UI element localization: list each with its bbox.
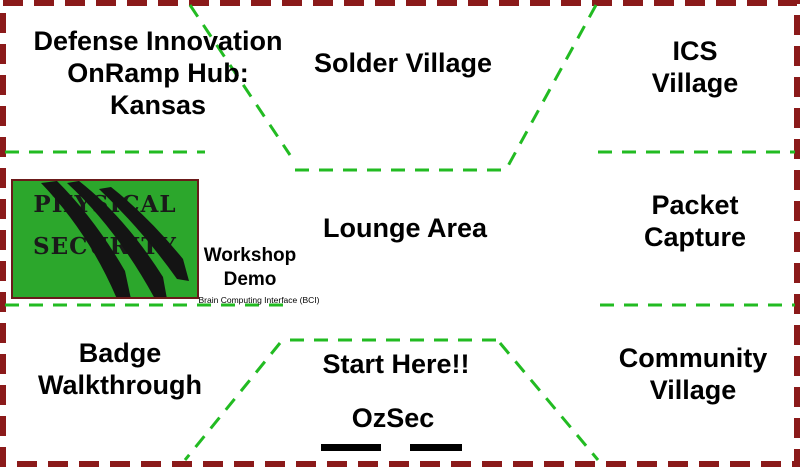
zone-defense-hub: Defense Innovation OnRamp Hub: Kansas: [33, 26, 283, 120]
zone-community-village: Community Village: [618, 343, 768, 405]
divider-solder-right: [506, 4, 598, 167]
zone-badge-walkthrough: Badge Walkthrough: [38, 338, 202, 400]
zone-workshop-demo: Workshop Demo: [203, 245, 297, 290]
zone-lounge-area: Lounge Area: [322, 213, 488, 243]
entrance-bar-right: [410, 444, 462, 451]
zone-solder-village: Solder Village: [313, 48, 493, 78]
physical-security-logo: PHYSICAL SECURITY: [11, 179, 199, 299]
divider-solder-left: [188, 4, 292, 156]
zone-packet-capture: Packet Capture: [643, 190, 746, 252]
bci-label: Brain Computing Interface (BCI): [198, 295, 320, 305]
divider-start-right: [498, 342, 600, 461]
zone-ics-village: ICS Village: [651, 36, 739, 98]
claw-scratch-icon: [41, 181, 189, 297]
zone-start-here: Start Here!!: [322, 349, 470, 379]
ozsec-label: OzSec: [351, 403, 435, 433]
divider-start-left: [183, 342, 282, 461]
zone-dividers: [5, 4, 795, 461]
entrance-bar-left: [321, 444, 381, 451]
